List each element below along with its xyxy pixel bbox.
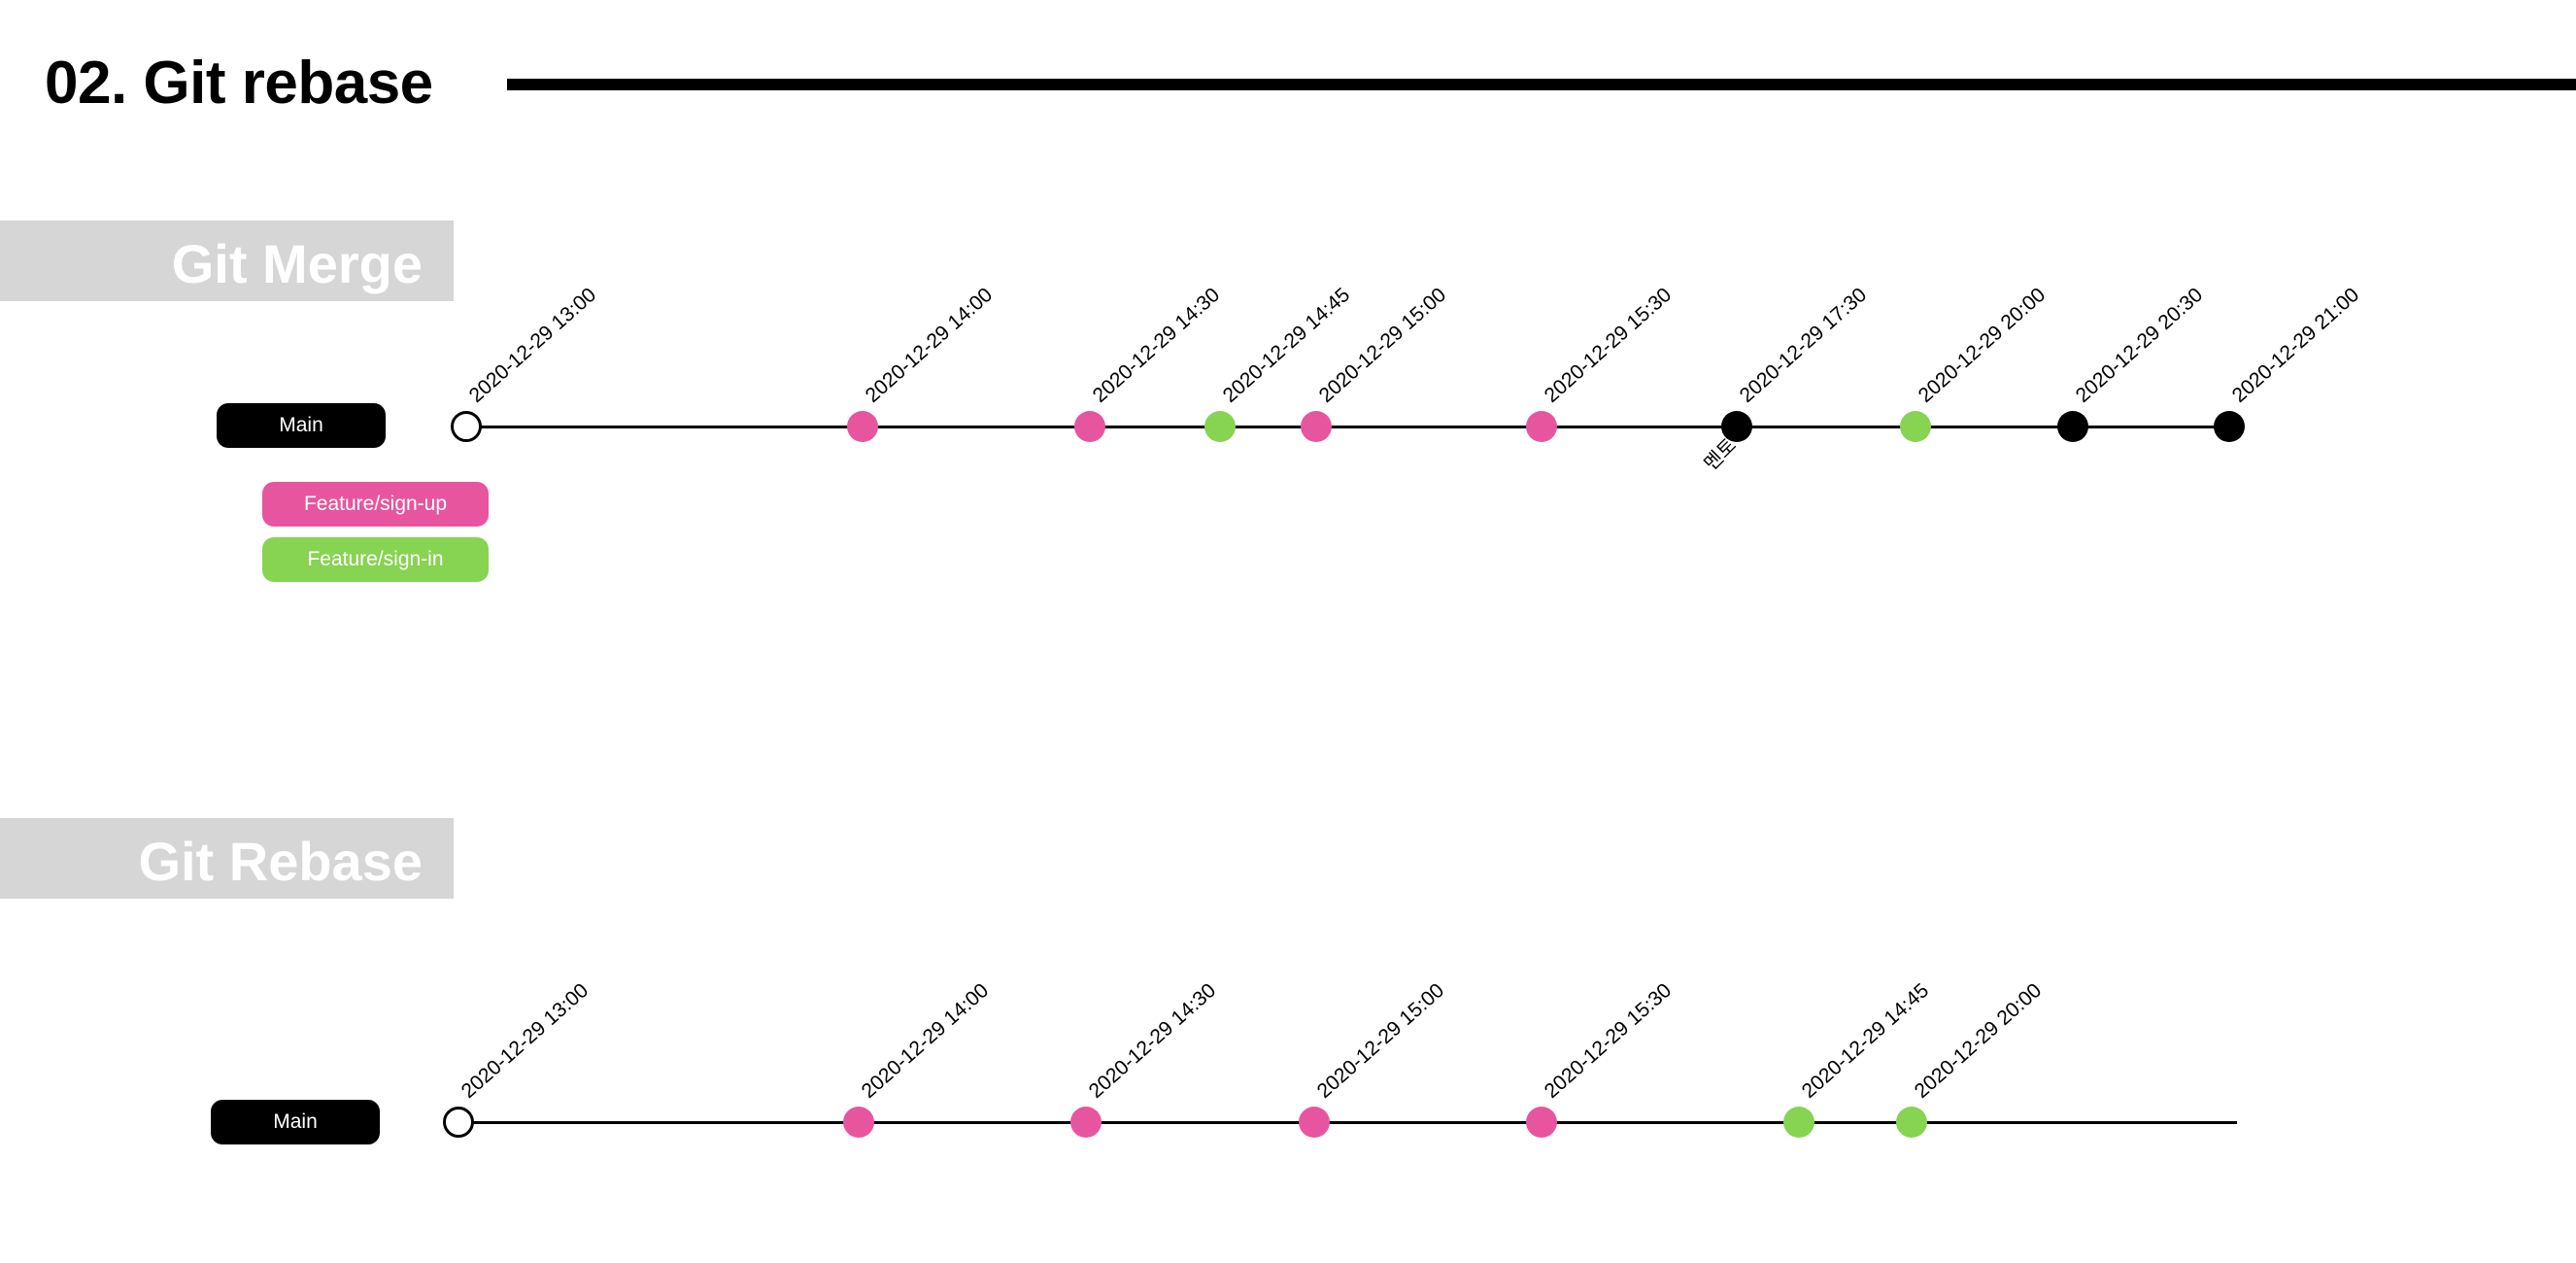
commit-node-feature-signin (1900, 411, 1931, 442)
legend-feature-signup: Feature/sign-up (262, 482, 489, 527)
commit-timestamp: 2020-12-29 20:00 (1910, 978, 2047, 1103)
commit-node-feature-signup (1301, 411, 1332, 442)
commit-node-feature-signup (1526, 411, 1557, 442)
page-title: 02. Git rebase (45, 50, 433, 117)
section-title-merge: Git Merge (171, 233, 423, 294)
legend-main-merge: Main (217, 403, 386, 448)
commit-node-feature-signup (1074, 411, 1105, 442)
commit-node-feature-signin (1783, 1107, 1814, 1138)
legend-main-rebase: Main (211, 1100, 380, 1144)
commit-timestamp: 2020-12-29 15:00 (1312, 978, 1449, 1103)
commit-timestamp: 2020-12-29 14:30 (1088, 283, 1225, 407)
commit-node-start (451, 411, 482, 442)
section-header-merge: Git Merge (0, 221, 454, 301)
rebase-timeline-line (458, 1121, 2237, 1124)
commit-node-feature-signup (1070, 1107, 1102, 1138)
commit-timestamp: 2020-12-29 15:30 (1540, 978, 1677, 1103)
commit-node-main (2057, 411, 2088, 442)
commit-timestamp: 2020-12-29 13:00 (464, 283, 601, 407)
title-divider (507, 79, 2576, 90)
commit-timestamp: 2020-12-29 14:30 (1084, 978, 1221, 1103)
commit-node-feature-signup (1299, 1107, 1330, 1138)
commit-node-start (443, 1107, 474, 1138)
commit-timestamp: 2020-12-29 20:00 (1914, 283, 2051, 407)
commit-node-feature-signup (1526, 1107, 1557, 1138)
commit-node-main (2214, 411, 2245, 442)
section-title-rebase: Git Rebase (138, 831, 423, 892)
commit-timestamp: 2020-12-29 21:00 (2227, 283, 2364, 407)
commit-node-feature-signup (847, 411, 878, 442)
merge-timeline-line (466, 426, 2229, 428)
commit-node-feature-signup (843, 1107, 874, 1138)
commit-timestamp: 2020-12-29 17:30 (1735, 283, 1872, 407)
commit-node-feature-signin (1204, 411, 1236, 442)
commit-timestamp: 2020-12-29 15:30 (1540, 283, 1677, 407)
commit-timestamp: 2020-12-29 14:00 (857, 978, 994, 1103)
section-header-rebase: Git Rebase (0, 818, 454, 899)
commit-node-feature-signin (1896, 1107, 1927, 1138)
commit-node-main (1721, 411, 1752, 442)
commit-timestamp: 2020-12-29 14:00 (861, 283, 998, 407)
legend-feature-signin: Feature/sign-in (262, 537, 489, 582)
commit-timestamp: 2020-12-29 20:30 (2071, 283, 2208, 407)
commit-timestamp: 2020-12-29 13:00 (457, 978, 593, 1103)
